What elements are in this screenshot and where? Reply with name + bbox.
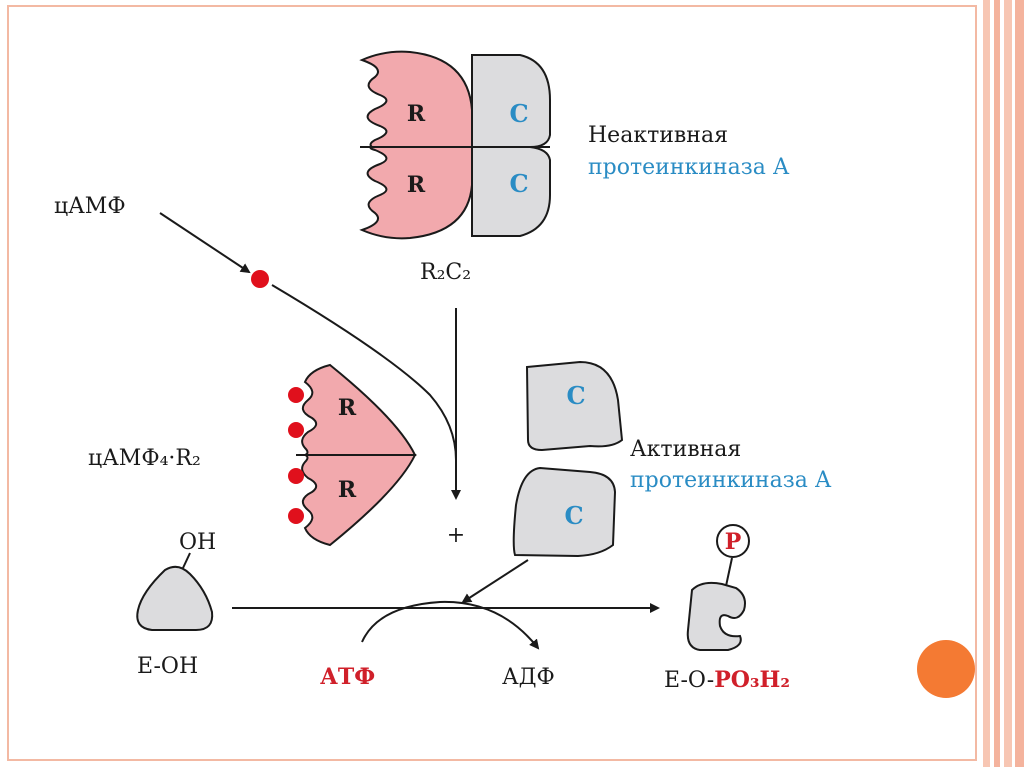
right-stripe-3 [1004,0,1012,767]
bound-camp-dot-2 [288,422,304,438]
regulatory-dimer-top [301,363,417,456]
product-prefix: E-O- [664,668,714,693]
r2c2-label: R₂C₂ [420,260,471,285]
camp-dot [251,270,269,288]
oh-label: OH [179,530,216,555]
camp-r2-complex: R R [288,363,417,547]
r-label-bottom: R [407,172,426,198]
camp-arrow [159,212,251,274]
slide-border [7,5,977,761]
right-stripe-1 [983,0,990,767]
product-label: E-O-PO₃H₂ [664,667,790,693]
bound-camp-dot-3 [288,468,304,484]
phosphate-circle [716,524,750,558]
r-label-top: R [407,101,426,127]
free-catalytic-subunit-bottom [512,466,617,558]
r-label-dimer-bottom: R [338,477,357,503]
substrate-enzyme [136,565,214,631]
c-label-bottom: C [509,169,528,198]
inactive-label-line1: Неактивная [588,123,728,148]
regulatory-subunit-bottom [359,146,473,240]
inactive-pka-complex: R R C C [359,50,551,240]
accent-circle [917,640,975,698]
phosphate-letter: P [725,529,742,555]
atp-adp-curve [361,600,540,650]
c-label-top: C [509,99,528,128]
oh-bond [182,552,191,569]
plus-sign: + [447,523,465,548]
substrate-label: E-OH [137,654,198,679]
active-label-line2: протеинкиназа А [630,468,832,493]
regulatory-dimer-bottom [301,454,417,547]
c-label-active-bottom: C [564,501,583,530]
camp-r2-label: цАМФ₄·R₂ [88,446,201,471]
bound-camp-dot-1 [288,387,304,403]
c-label-active-top: C [566,381,585,410]
active-label-line1: Активная [630,437,741,462]
regulatory-subunit-top [359,50,473,148]
bound-camp-dot-4 [288,508,304,524]
active-catalytic-subunits: C C [512,360,624,558]
product-group: PO₃H₂ [714,667,790,693]
inactive-label-line2: протеинкиназа А [588,155,790,180]
right-stripe-2 [994,0,1000,767]
right-stripe-4 [1015,0,1024,767]
adp-label: АДФ [502,665,555,690]
phosphorylated-enzyme [686,581,746,651]
r-label-dimer-top: R [338,395,357,421]
atp-label: АТФ [320,664,375,690]
free-catalytic-subunit-top [525,360,624,452]
phosphate-bond [725,557,733,587]
camp-binding-curve [271,284,457,461]
catalytic-subunit-bottom [471,146,551,237]
camp-label: цАМФ [54,194,126,219]
catalysis-arrow [461,559,529,604]
